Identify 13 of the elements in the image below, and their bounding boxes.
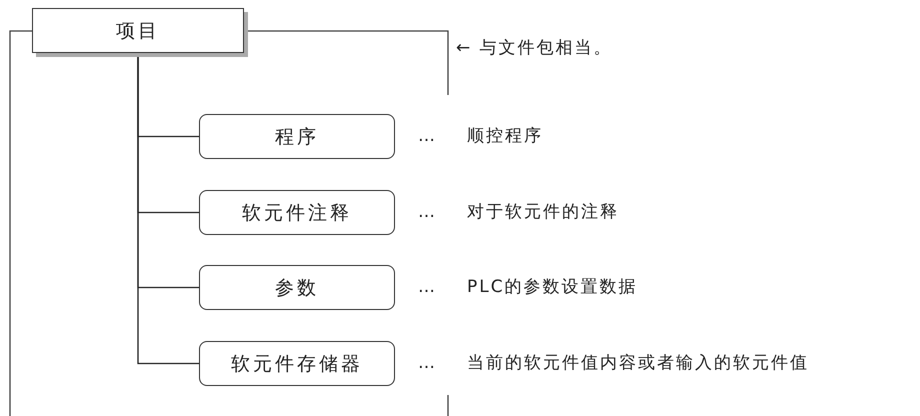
item-box: 程序 [199,114,395,159]
item-box: 软元件注释 [199,190,395,235]
description-text: 对于软元件的注释 [467,202,619,222]
note-text: ← 与文件包相当。 [456,38,613,58]
description-text: PLC的参数设置数据 [467,276,638,296]
ellipsis: … [418,202,437,222]
ellipsis: … [418,352,437,372]
description-text: 顺控程序 [467,126,543,146]
item-box: 软元件存储器 [199,341,395,386]
item-box: 参数 [199,265,395,310]
ellipsis: … [418,126,437,146]
description-text: 当前的软元件值内容或者输入的软元件值 [467,352,809,372]
ellipsis: … [418,276,437,296]
